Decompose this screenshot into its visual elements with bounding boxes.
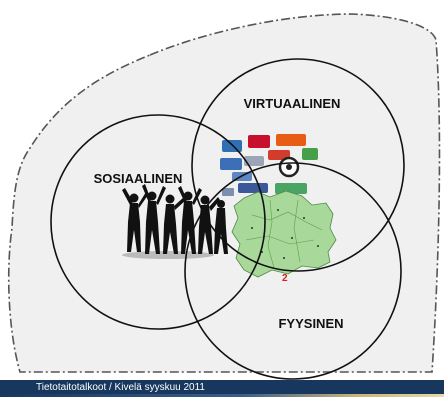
virtual-circle <box>191 58 405 272</box>
digg-logo <box>222 140 242 152</box>
social-media-logos <box>220 134 318 196</box>
badge-logo <box>302 148 318 160</box>
flickr-logo <box>220 158 242 170</box>
map-number-label: 2 <box>282 273 288 284</box>
virtual-label: VIRTUAALINEN <box>244 96 341 111</box>
youtube-logo <box>248 135 270 148</box>
physical-circle <box>184 162 402 380</box>
delicious-logo <box>275 183 307 194</box>
blog-logo <box>244 156 264 166</box>
misc-logo <box>222 188 234 196</box>
footer-text: Tietotaitotalkoot / Kivelä syyskuu 2011 <box>36 382 205 393</box>
myspace-logo <box>268 150 290 160</box>
regional-map: 2 <box>231 190 337 284</box>
mixx-logo <box>276 134 306 146</box>
facebook-logo <box>238 183 268 193</box>
people-silhouettes <box>122 184 228 259</box>
physical-label: FYYSINEN <box>278 316 343 331</box>
footer-stripe <box>0 394 444 397</box>
social-circle <box>50 114 266 330</box>
social-label: SOSIAALINEN <box>94 171 183 186</box>
footer-bar: Tietotaitotalkoot / Kivelä syyskuu 2011 <box>0 380 444 397</box>
